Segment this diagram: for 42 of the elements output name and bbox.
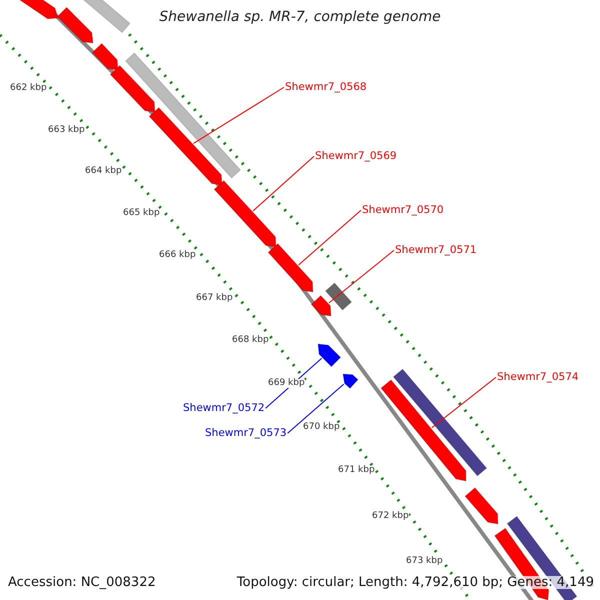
gene-label: Shewmr7_0571 [395,245,477,256]
gene-feature [380,379,466,482]
footer-text: Topology: circular; Length: 4,792,610 bp; Genes: 4,149 [236,576,594,589]
leader-line [252,156,314,212]
gene-label: Shewmr7_0568 [285,82,367,92]
scale-label: 665 kbp [123,209,160,218]
title: Shewanella sp. MR-7, complete genome [159,10,441,24]
scale-label: 669 kbp [268,379,305,388]
gene-feature [214,180,277,248]
leader-line [287,384,344,434]
gene-feature [464,487,499,525]
gene-label: Shewmr7_0574 [497,372,579,382]
gene-feature [92,42,119,71]
scale-label: 662 kbp [10,84,47,93]
scale-label: 666 kbp [159,251,196,260]
scale-label: 672 kbp [372,512,409,521]
gene-bar [124,52,242,179]
gene-label: Shewmr7_0569 [315,151,397,162]
scale-label: 668 kbp [232,336,269,345]
gene-feature [56,6,94,44]
gene-bar [324,282,352,311]
gene-bar [392,368,488,477]
leader-line [431,376,496,428]
leader-line [193,86,284,144]
scale-label: 673 kbp [406,557,443,566]
gene-label: Shewmr7_0573 [205,428,287,438]
gene-feature [148,106,223,186]
gene-feature [268,242,314,293]
scale-label: 670 kbp [303,423,340,432]
gene-bar [81,0,131,34]
scale-label: 663 kbp [48,126,85,135]
gene-feature [310,294,332,317]
leader-line [328,250,394,304]
gene-label: Shewmr7_0572 [183,403,265,414]
gene-label: Shewmr7_0570 [362,205,444,216]
scale-label: 671 kbp [338,466,375,475]
gene-feature [342,373,359,390]
leader-line [298,210,362,266]
gene-feature [317,343,342,368]
footer-text: Accession: NC_008322 [8,576,156,589]
gene-feature [110,64,156,113]
scale-label: 667 kbp [196,294,233,303]
